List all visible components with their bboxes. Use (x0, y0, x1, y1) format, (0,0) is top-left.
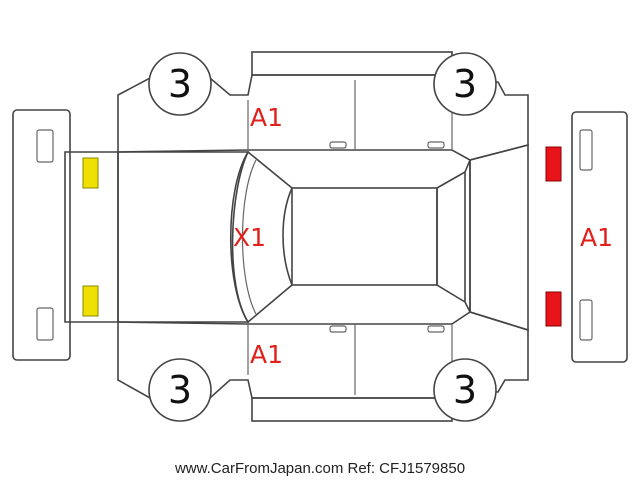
roof (291, 187, 438, 286)
windshield (229, 150, 293, 324)
damage-label-windshield: X1 (233, 223, 266, 252)
front-lamp-lower (82, 285, 99, 317)
tire-front-left: 3 (148, 52, 212, 116)
footer-reference: www.CarFromJapan.com Ref: CFJ1579850 (174, 460, 465, 477)
front-lamp-upper (82, 157, 99, 189)
lower-side-step (251, 397, 453, 422)
rear-lamp-upper (545, 146, 562, 182)
svg-text:3: 3 (168, 62, 192, 106)
damage-label-lower-side: A1 (250, 340, 283, 369)
rear-lamp-lower (545, 291, 562, 327)
svg-text:3: 3 (453, 368, 477, 412)
rear-window (436, 159, 471, 313)
damage-label-rear: A1 (580, 223, 613, 252)
trunk (469, 143, 529, 332)
tire-front-right: 3 (148, 358, 212, 422)
tire-rear-right: 3 (433, 358, 497, 422)
upper-side-step (251, 51, 453, 76)
damage-label-upper-side: A1 (250, 103, 283, 132)
svg-text:3: 3 (453, 62, 477, 106)
tire-rear-left: 3 (433, 52, 497, 116)
svg-text:3: 3 (168, 368, 192, 412)
front-bumper (12, 109, 71, 361)
rear-bumper (571, 111, 628, 363)
